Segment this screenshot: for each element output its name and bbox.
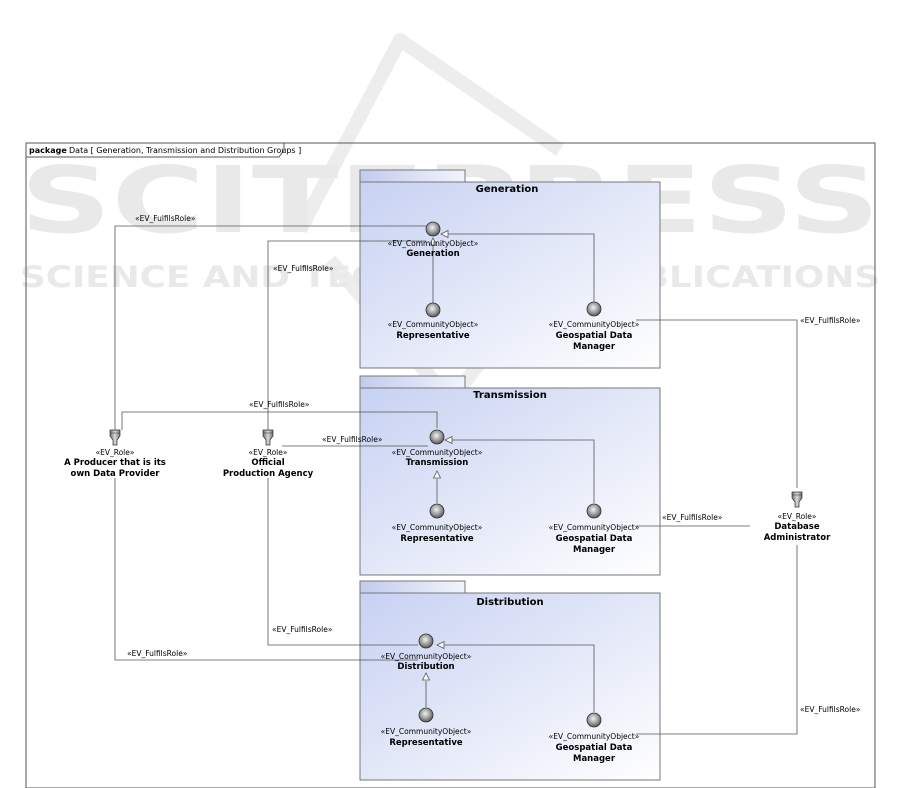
package-title: Distribution	[476, 597, 543, 608]
object-name: Representative	[400, 534, 474, 544]
role-name: A Producer that is its	[64, 458, 166, 468]
object-name: Geospatial Data	[556, 743, 633, 753]
role-icon	[109, 429, 121, 446]
fulfils-role-label: «EV_FulfilsRole»	[127, 649, 188, 658]
stereotype-label: «EV_Role»	[96, 448, 135, 457]
community-object-transmission-gdm[interactable]: «EV_CommunityObject» Geospatial Data Man…	[549, 503, 640, 555]
role-name: Database	[774, 522, 819, 532]
object-name: Geospatial Data	[556, 331, 633, 341]
generalization-line	[444, 644, 595, 712]
generalization-arrowhead	[440, 229, 449, 239]
stereotype-label: «EV_Role»	[778, 512, 817, 521]
community-object-distribution-representative[interactable]: «EV_CommunityObject» Representative	[381, 707, 472, 748]
stereotype-label: «EV_Role»	[249, 448, 288, 457]
package-body	[359, 387, 661, 576]
generalization-arrowhead	[428, 237, 438, 246]
package-tab	[359, 580, 466, 594]
stereotype-label: «EV_CommunityObject»	[549, 320, 640, 329]
community-object-distribution-gdm[interactable]: «EV_CommunityObject» Geospatial Data Man…	[549, 712, 640, 764]
stereotype-label: «EV_CommunityObject»	[392, 523, 483, 532]
generalization-arrowhead	[444, 435, 453, 445]
object-name: Manager	[573, 754, 616, 764]
generalization-arrowhead	[421, 672, 431, 681]
community-object-icon	[418, 633, 434, 649]
community-object-icon	[418, 707, 434, 723]
fulfils-role-label: «EV_FulfilsRole»	[800, 316, 861, 325]
role-icon	[791, 491, 803, 508]
fulfils-role-link	[114, 225, 426, 430]
stereotype-label: «EV_CommunityObject»	[381, 652, 472, 661]
fulfils-role-link	[636, 545, 798, 735]
object-name: Manager	[573, 545, 616, 555]
community-object-icon	[586, 301, 602, 317]
object-name: Generation	[406, 249, 459, 259]
stereotype-label: «EV_CommunityObject»	[549, 523, 640, 532]
package-title: Generation	[476, 184, 539, 195]
stereotype-label: «EV_CommunityObject»	[388, 239, 479, 248]
package-tab	[359, 375, 466, 389]
generalization-arrowhead	[436, 640, 445, 650]
community-object-icon	[586, 712, 602, 728]
fulfils-role-label: «EV_FulfilsRole»	[662, 513, 723, 522]
role-name: Production Agency	[223, 469, 314, 479]
community-object-icon	[425, 221, 441, 237]
community-object-icon	[429, 429, 445, 445]
community-object-transmission[interactable]: «EV_CommunityObject» Transmission	[392, 429, 483, 468]
fulfils-role-label: «EV_FulfilsRole»	[800, 705, 861, 714]
package-tab	[359, 169, 466, 183]
fulfils-role-link	[121, 411, 438, 430]
frame-label: Data [ Generation, Transmission and Dist…	[69, 146, 301, 155]
fulfils-role-link	[267, 240, 426, 430]
fulfils-role-link	[267, 478, 418, 646]
stereotype-label: «EV_CommunityObject»	[392, 448, 483, 457]
community-object-distribution[interactable]: «EV_CommunityObject» Distribution	[381, 633, 472, 672]
fulfils-role-link	[114, 478, 418, 661]
community-object-icon	[425, 302, 441, 318]
generalization-line	[452, 439, 595, 503]
role-official[interactable]: «EV_Role» Official Production Agency	[223, 429, 314, 479]
fulfils-role-label: «EV_FulfilsRole»	[135, 214, 196, 223]
fulfils-role-label: «EV_FulfilsRole»	[272, 625, 333, 634]
object-name: Representative	[389, 738, 463, 748]
community-object-transmission-representative[interactable]: «EV_CommunityObject» Representative	[392, 503, 483, 544]
connectors	[114, 225, 798, 735]
stereotype-label: «EV_CommunityObject»	[388, 320, 479, 329]
community-object-generation[interactable]: «EV_CommunityObject» Generation	[388, 221, 479, 259]
generalization-arrowhead	[432, 470, 442, 479]
package-title: Transmission	[473, 390, 547, 401]
generalization-line	[448, 233, 595, 302]
role-name: Official	[251, 458, 284, 468]
package-generation[interactable]: Generation	[359, 169, 661, 369]
package-body	[359, 181, 661, 369]
diagram-frame	[25, 142, 876, 788]
fulfils-role-label: «EV_FulfilsRole»	[322, 435, 383, 444]
object-name: Representative	[396, 331, 470, 341]
fulfils-role-label: «EV_FulfilsRole»	[249, 400, 310, 409]
object-name: Geospatial Data	[556, 534, 633, 544]
stereotype-label: «EV_CommunityObject»	[549, 732, 640, 741]
connector-labels: «EV_FulfilsRole» «EV_FulfilsRole» «EV_Fu…	[127, 214, 861, 714]
community-object-icon	[429, 503, 445, 519]
stereotype-label: «EV_CommunityObject»	[381, 727, 472, 736]
role-name: Administrator	[764, 533, 831, 543]
package-body	[359, 592, 661, 781]
fulfils-role-link	[636, 319, 798, 488]
role-icon	[262, 429, 274, 446]
package-distribution[interactable]: Distribution	[359, 580, 661, 781]
object-name: Transmission	[406, 458, 469, 468]
role-name: own Data Provider	[70, 469, 160, 479]
object-name: Manager	[573, 342, 616, 352]
role-producer[interactable]: «EV_Role» A Producer that is its own Dat…	[64, 429, 166, 479]
frame-keyword: package	[29, 146, 67, 155]
object-name: Distribution	[397, 662, 454, 672]
fulfils-role-label: «EV_FulfilsRole»	[273, 264, 334, 273]
role-dba[interactable]: «EV_Role» Database Administrator	[764, 491, 831, 543]
community-object-generation-representative[interactable]: «EV_CommunityObject» Representative	[388, 302, 479, 341]
community-object-generation-gdm[interactable]: «EV_CommunityObject» Geospatial Data Man…	[549, 301, 640, 352]
community-object-icon	[586, 503, 602, 519]
frame-header-box	[26, 143, 285, 158]
package-transmission[interactable]: Transmission	[359, 375, 661, 576]
